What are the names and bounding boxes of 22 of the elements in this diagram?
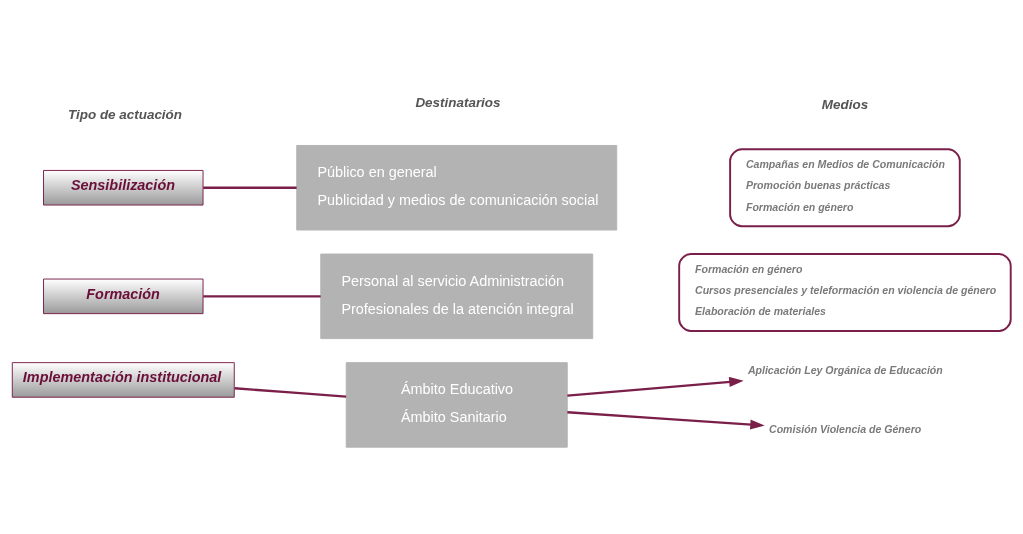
label: Medios bbox=[821, 96, 869, 112]
node-box: Público en general Publicidad y medios de comunicación social bbox=[296, 144, 618, 230]
label: Cursos presenciales y teleformación en violencia de género bbox=[695, 283, 997, 296]
node-text: Aplicación Ley Orgánica de Educación bbox=[747, 363, 943, 376]
node-text: Comisión Violencia de Género bbox=[769, 422, 922, 435]
label: Tipo de actuación bbox=[68, 106, 183, 122]
node-box: Sensibilización bbox=[43, 169, 204, 205]
node-box: Personal al servicio Administración Profesionales de la atención integral bbox=[320, 253, 594, 339]
connector bbox=[203, 186, 297, 189]
label: Formación en género bbox=[745, 200, 854, 213]
connector bbox=[234, 386, 347, 398]
label: Formación en género bbox=[695, 262, 803, 275]
node-box: Implementación institucional bbox=[11, 361, 235, 398]
label: Elaboración de materiales bbox=[695, 304, 826, 317]
node-box: Ámbito Educativo Ámbito Sanitario bbox=[345, 361, 568, 448]
label: Promoción buenas prácticas bbox=[745, 178, 891, 191]
arrow bbox=[567, 410, 765, 430]
node-box: Formación bbox=[43, 278, 204, 314]
label: Campañas en Medios de Comunicación bbox=[745, 157, 945, 170]
connector bbox=[203, 294, 321, 298]
label: Destinatarios bbox=[415, 94, 501, 110]
arrow bbox=[567, 376, 744, 397]
